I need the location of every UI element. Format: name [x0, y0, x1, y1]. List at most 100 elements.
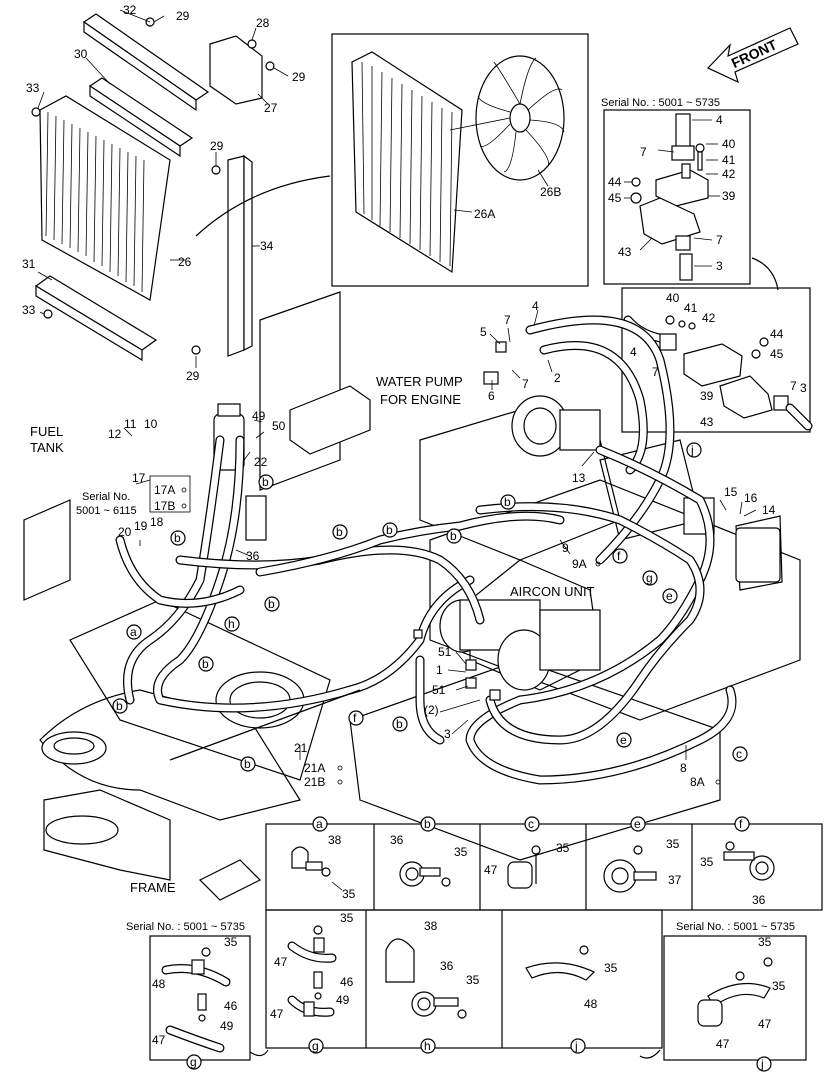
front-label: FRONT: [729, 36, 780, 71]
leader-arrow: [249, 1049, 269, 1057]
part-36: 36: [440, 959, 454, 973]
part-47: 47: [758, 1017, 772, 1031]
aircon-unit-body: [439, 599, 601, 691]
part-42: 42: [702, 311, 716, 325]
svg-text:b: b: [116, 699, 123, 713]
part-21B: 21B: [304, 775, 325, 789]
part-29: 29: [186, 369, 200, 383]
part-32: 32: [123, 3, 137, 17]
part-46: 46: [224, 999, 238, 1013]
part-44: 44: [770, 327, 784, 341]
water-pump-label-line2: FOR ENGINE: [380, 392, 461, 407]
part-6: 6: [488, 389, 495, 403]
part-3: 3: [444, 727, 451, 741]
svg-text:a: a: [316, 817, 323, 831]
callout-b: b: [198, 656, 214, 672]
compressor: [511, 395, 601, 457]
leader-lines-left: [37, 9, 289, 368]
part-19: 19: [134, 519, 148, 533]
svg-text:b: b: [396, 717, 403, 731]
part-45: 45: [770, 347, 784, 361]
part-35: 35: [466, 973, 480, 987]
part-4: 4: [532, 299, 539, 313]
clamp-47-c-icon: [507, 845, 541, 889]
part-14: 14: [762, 503, 776, 517]
svg-text:b: b: [268, 597, 275, 611]
part-29: 29: [292, 70, 306, 84]
part-17: 17: [132, 471, 146, 485]
water-pump-label: WATER PUMP: [376, 374, 463, 389]
svg-text:b: b: [450, 529, 457, 543]
part-9A: 9A: [572, 557, 587, 571]
callout-h: h: [224, 616, 240, 632]
clamp-j-icon: [525, 945, 596, 981]
part-43: 43: [700, 415, 714, 429]
part-35: 35: [556, 841, 570, 855]
detail-letter-g-left: g: [186, 1054, 202, 1070]
part-4: 4: [716, 113, 723, 127]
part-3: 3: [716, 259, 723, 273]
part-28: 28: [256, 16, 270, 30]
svg-text:b: b: [244, 757, 251, 771]
part-35: 35: [224, 935, 238, 949]
svg-text:b: b: [202, 657, 209, 671]
svg-text:j: j: [690, 443, 694, 457]
svg-text:b: b: [174, 531, 181, 545]
part-47: 47: [716, 1037, 730, 1051]
detail-letter-e: e: [630, 816, 646, 832]
serial-bottom-right: Serial No. : 5001 ~ 5735: [676, 921, 795, 933]
washer-icon: [337, 779, 343, 785]
detail-letter-j-right: j: [756, 1056, 772, 1072]
fan-26B-icon: [475, 55, 565, 181]
part-13: 13: [572, 471, 586, 485]
svg-text:j: j: [574, 1039, 578, 1053]
fitting-icon: [413, 341, 507, 701]
part-17A: 17A: [154, 483, 175, 497]
part-29: 29: [176, 9, 190, 23]
detail-letter-f: f: [734, 816, 750, 832]
svg-text:f: f: [353, 711, 357, 725]
part-37: 37: [668, 873, 682, 887]
svg-text:b: b: [504, 495, 511, 509]
callout-f: f: [612, 548, 628, 564]
aircon-unit-label: AIRCON UNIT: [510, 584, 595, 599]
part-16: 16: [744, 491, 758, 505]
detail-letter-b: b: [420, 816, 436, 832]
clamp-h-icon: [385, 938, 467, 1019]
svg-text:f: f: [739, 817, 743, 831]
svg-text:g: g: [312, 1039, 319, 1053]
part-38: 38: [424, 919, 438, 933]
front-arrow-icon: [706, 27, 799, 84]
part-47: 47: [484, 863, 498, 877]
serial-5001-6115-line2: 5001 ~ 6115: [76, 505, 137, 517]
serial-top-right: Serial No. : 5001 ~ 5735: [601, 97, 720, 109]
callout-j: j: [686, 442, 702, 458]
part-7: 7: [716, 233, 723, 247]
part-4: 4: [630, 345, 637, 359]
callout-b: b: [264, 596, 280, 612]
part-36: 36: [246, 549, 260, 563]
part-10: 10: [144, 417, 158, 431]
callout-f: f: [348, 710, 364, 726]
clamp-38-icon: [291, 846, 331, 877]
part-50: 50: [272, 419, 286, 433]
part-48: 48: [152, 977, 166, 991]
clamp-37-icon: [603, 845, 657, 893]
part-40: 40: [666, 291, 680, 305]
clamp-36-f-icon: [723, 841, 775, 881]
part-35: 35: [604, 961, 618, 975]
part-7: 7: [504, 313, 511, 327]
detail-letter-c: c: [524, 816, 540, 832]
part-18: 18: [150, 515, 164, 529]
svg-text:h: h: [424, 1039, 431, 1053]
part-42: 42: [722, 167, 736, 181]
part-7: 7: [790, 379, 797, 393]
part-38: 38: [328, 833, 342, 847]
washer-icon: [337, 765, 343, 771]
part-8: 8: [680, 761, 687, 775]
svg-text:b: b: [336, 525, 343, 539]
part-47: 47: [152, 1033, 166, 1047]
svg-text:e: e: [666, 589, 673, 603]
clamp-g-icon: [287, 925, 337, 1017]
